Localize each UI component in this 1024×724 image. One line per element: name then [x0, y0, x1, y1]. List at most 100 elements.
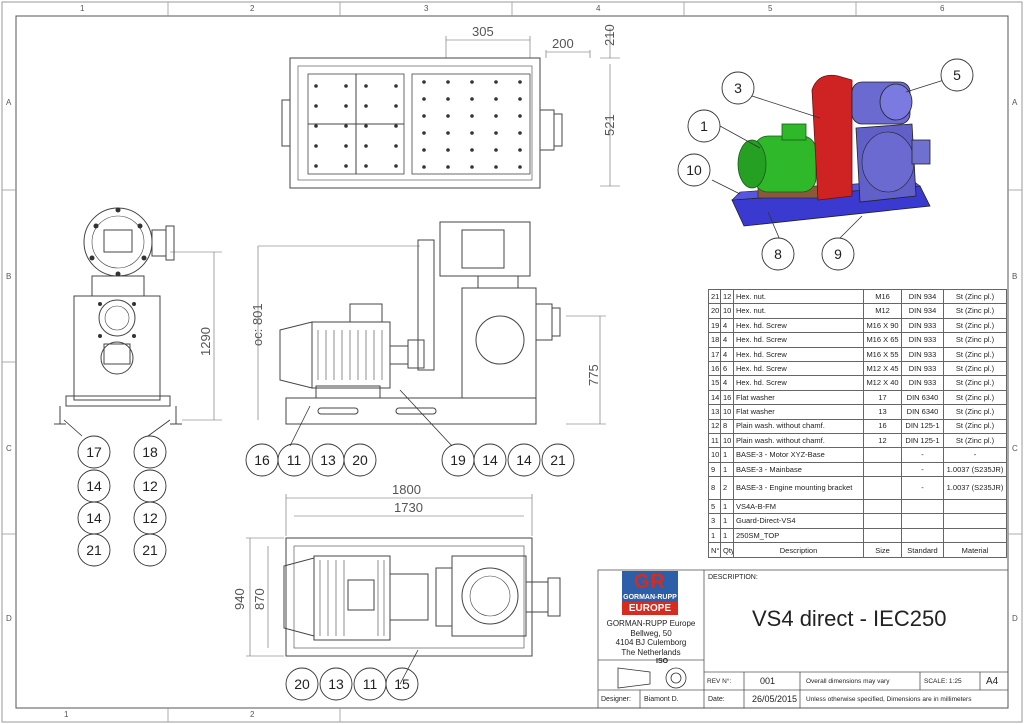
- mounting-hole: [518, 148, 522, 152]
- bom-cell-std: DIN 933: [901, 360, 944, 377]
- logo-europe: EUROPE: [622, 602, 678, 615]
- bom-cell-mat: St (Zinc pl.): [943, 404, 1007, 420]
- bom-cell-no: 13: [708, 404, 721, 420]
- bom-cell-qty: 10: [720, 404, 734, 420]
- bom-cell-qty: 8: [720, 418, 734, 434]
- bom-cell-desc: Description: [733, 542, 864, 559]
- balloon-circle: [721, 71, 755, 105]
- bom-cell-desc: Hex. hd. Screw: [733, 332, 864, 348]
- bom-cell-std: Standard: [901, 542, 944, 559]
- mounting-hole: [394, 124, 398, 128]
- bom-cell-mat: St (Zinc pl.): [943, 346, 1007, 362]
- zone-left-d: D: [6, 614, 12, 623]
- mounting-hole: [344, 144, 348, 148]
- bom-cell-mat: -: [943, 447, 1007, 463]
- mounting-hole: [494, 114, 498, 118]
- balloon-label: 15: [394, 676, 410, 692]
- balloon-label: 21: [86, 542, 102, 558]
- balloon-circle: [473, 443, 507, 477]
- bom-cell-desc: Flat washer: [733, 404, 864, 420]
- bom-cell-no: 21: [708, 288, 721, 305]
- bom-cell-std: -: [901, 461, 944, 478]
- bom-cell-std: [901, 513, 944, 529]
- balloon-circle: [821, 237, 855, 271]
- bom-cell-size: [863, 461, 902, 478]
- dim-1800: 1800: [392, 482, 421, 497]
- mounting-hole: [364, 84, 368, 88]
- top-view-dimensions: [445, 28, 620, 187]
- mounting-hole: [422, 165, 426, 169]
- bom-cell-size: M12: [863, 303, 902, 319]
- plan-view-dimensions: [246, 494, 533, 657]
- balloon-circle: [133, 435, 167, 469]
- bom-cell-desc: BASE-3 - Mainbase: [733, 461, 864, 478]
- bom-cell-mat: St (Zinc pl.): [943, 332, 1007, 348]
- bom-cell-std: -: [901, 447, 944, 463]
- logo-gr: GR: [622, 571, 678, 593]
- mounting-hole: [314, 144, 318, 148]
- mounting-hole: [446, 80, 450, 84]
- mounting-hole: [470, 80, 474, 84]
- bom-cell-desc: 250SM_TOP: [733, 527, 864, 544]
- mounting-hole: [470, 148, 474, 152]
- bom-cell-no: 12: [708, 418, 721, 434]
- bom-cell-mat: St (Zinc pl.): [943, 288, 1007, 305]
- bom-cell-no: 8: [708, 476, 721, 501]
- bom-cell-no: 18: [708, 332, 721, 348]
- mounting-hole: [364, 144, 368, 148]
- mounting-hole: [344, 164, 348, 168]
- zone-top-3: 3: [424, 4, 429, 13]
- bom-cell-size: 17: [863, 389, 902, 406]
- company-street: Bellweg, 50: [630, 628, 672, 638]
- company-logo: GR GORMAN-RUPP EUROPE: [622, 571, 678, 615]
- mounting-hole: [446, 148, 450, 152]
- balloon-label: 17: [86, 444, 102, 460]
- bom-cell-desc: Flat washer: [733, 389, 864, 406]
- bom-cell-std: DIN 6340: [901, 389, 944, 406]
- bom-cell-no: 9: [708, 461, 721, 478]
- bom-cell-std: [901, 527, 944, 544]
- bom-cell-std: DIN 125-1: [901, 418, 944, 434]
- iso-pump-discharge: [911, 139, 931, 165]
- mounting-hole: [470, 114, 474, 118]
- bom-cell-mat: 1.0037 (S235JR): [943, 461, 1007, 478]
- bom-cell-no: 1: [708, 527, 721, 544]
- mounting-hole: [422, 80, 426, 84]
- balloon-label: 18: [142, 444, 158, 460]
- bom-cell-mat: 1.0037 (S235JR): [943, 476, 1007, 501]
- mounting-hole: [422, 97, 426, 101]
- rev-value: 001: [760, 676, 776, 686]
- mounting-hole: [394, 84, 398, 88]
- bom-cell-std: DIN 933: [901, 332, 944, 348]
- mounting-hole: [314, 84, 318, 88]
- side-view-dimension: [170, 251, 222, 421]
- bom-cell-qty: 1: [720, 461, 734, 478]
- mounting-hole: [422, 148, 426, 152]
- bom-cell-mat: St (Zinc pl.): [943, 418, 1007, 434]
- balloon-label: 1: [700, 118, 708, 134]
- bom-cell-size: 13: [863, 404, 902, 420]
- zone-right-d: D: [1012, 614, 1018, 623]
- iso-motor-terminal-box: [781, 123, 807, 141]
- bom-cell-qty: 16: [720, 389, 734, 406]
- bom-cell-size: [863, 499, 902, 515]
- bom-cell-size: M16 X 55: [863, 346, 902, 362]
- mounting-hole: [446, 131, 450, 135]
- bom-cell-qty: 1: [720, 527, 734, 544]
- mounting-hole: [394, 104, 398, 108]
- bom-cell-size: M12 X 40: [863, 375, 902, 391]
- bom-cell-qty: 4: [720, 346, 734, 362]
- mounting-hole: [470, 131, 474, 135]
- bom-cell-mat: Material: [943, 542, 1007, 559]
- zone-left-c: C: [6, 444, 12, 453]
- bom-cell-no: 15: [708, 375, 721, 391]
